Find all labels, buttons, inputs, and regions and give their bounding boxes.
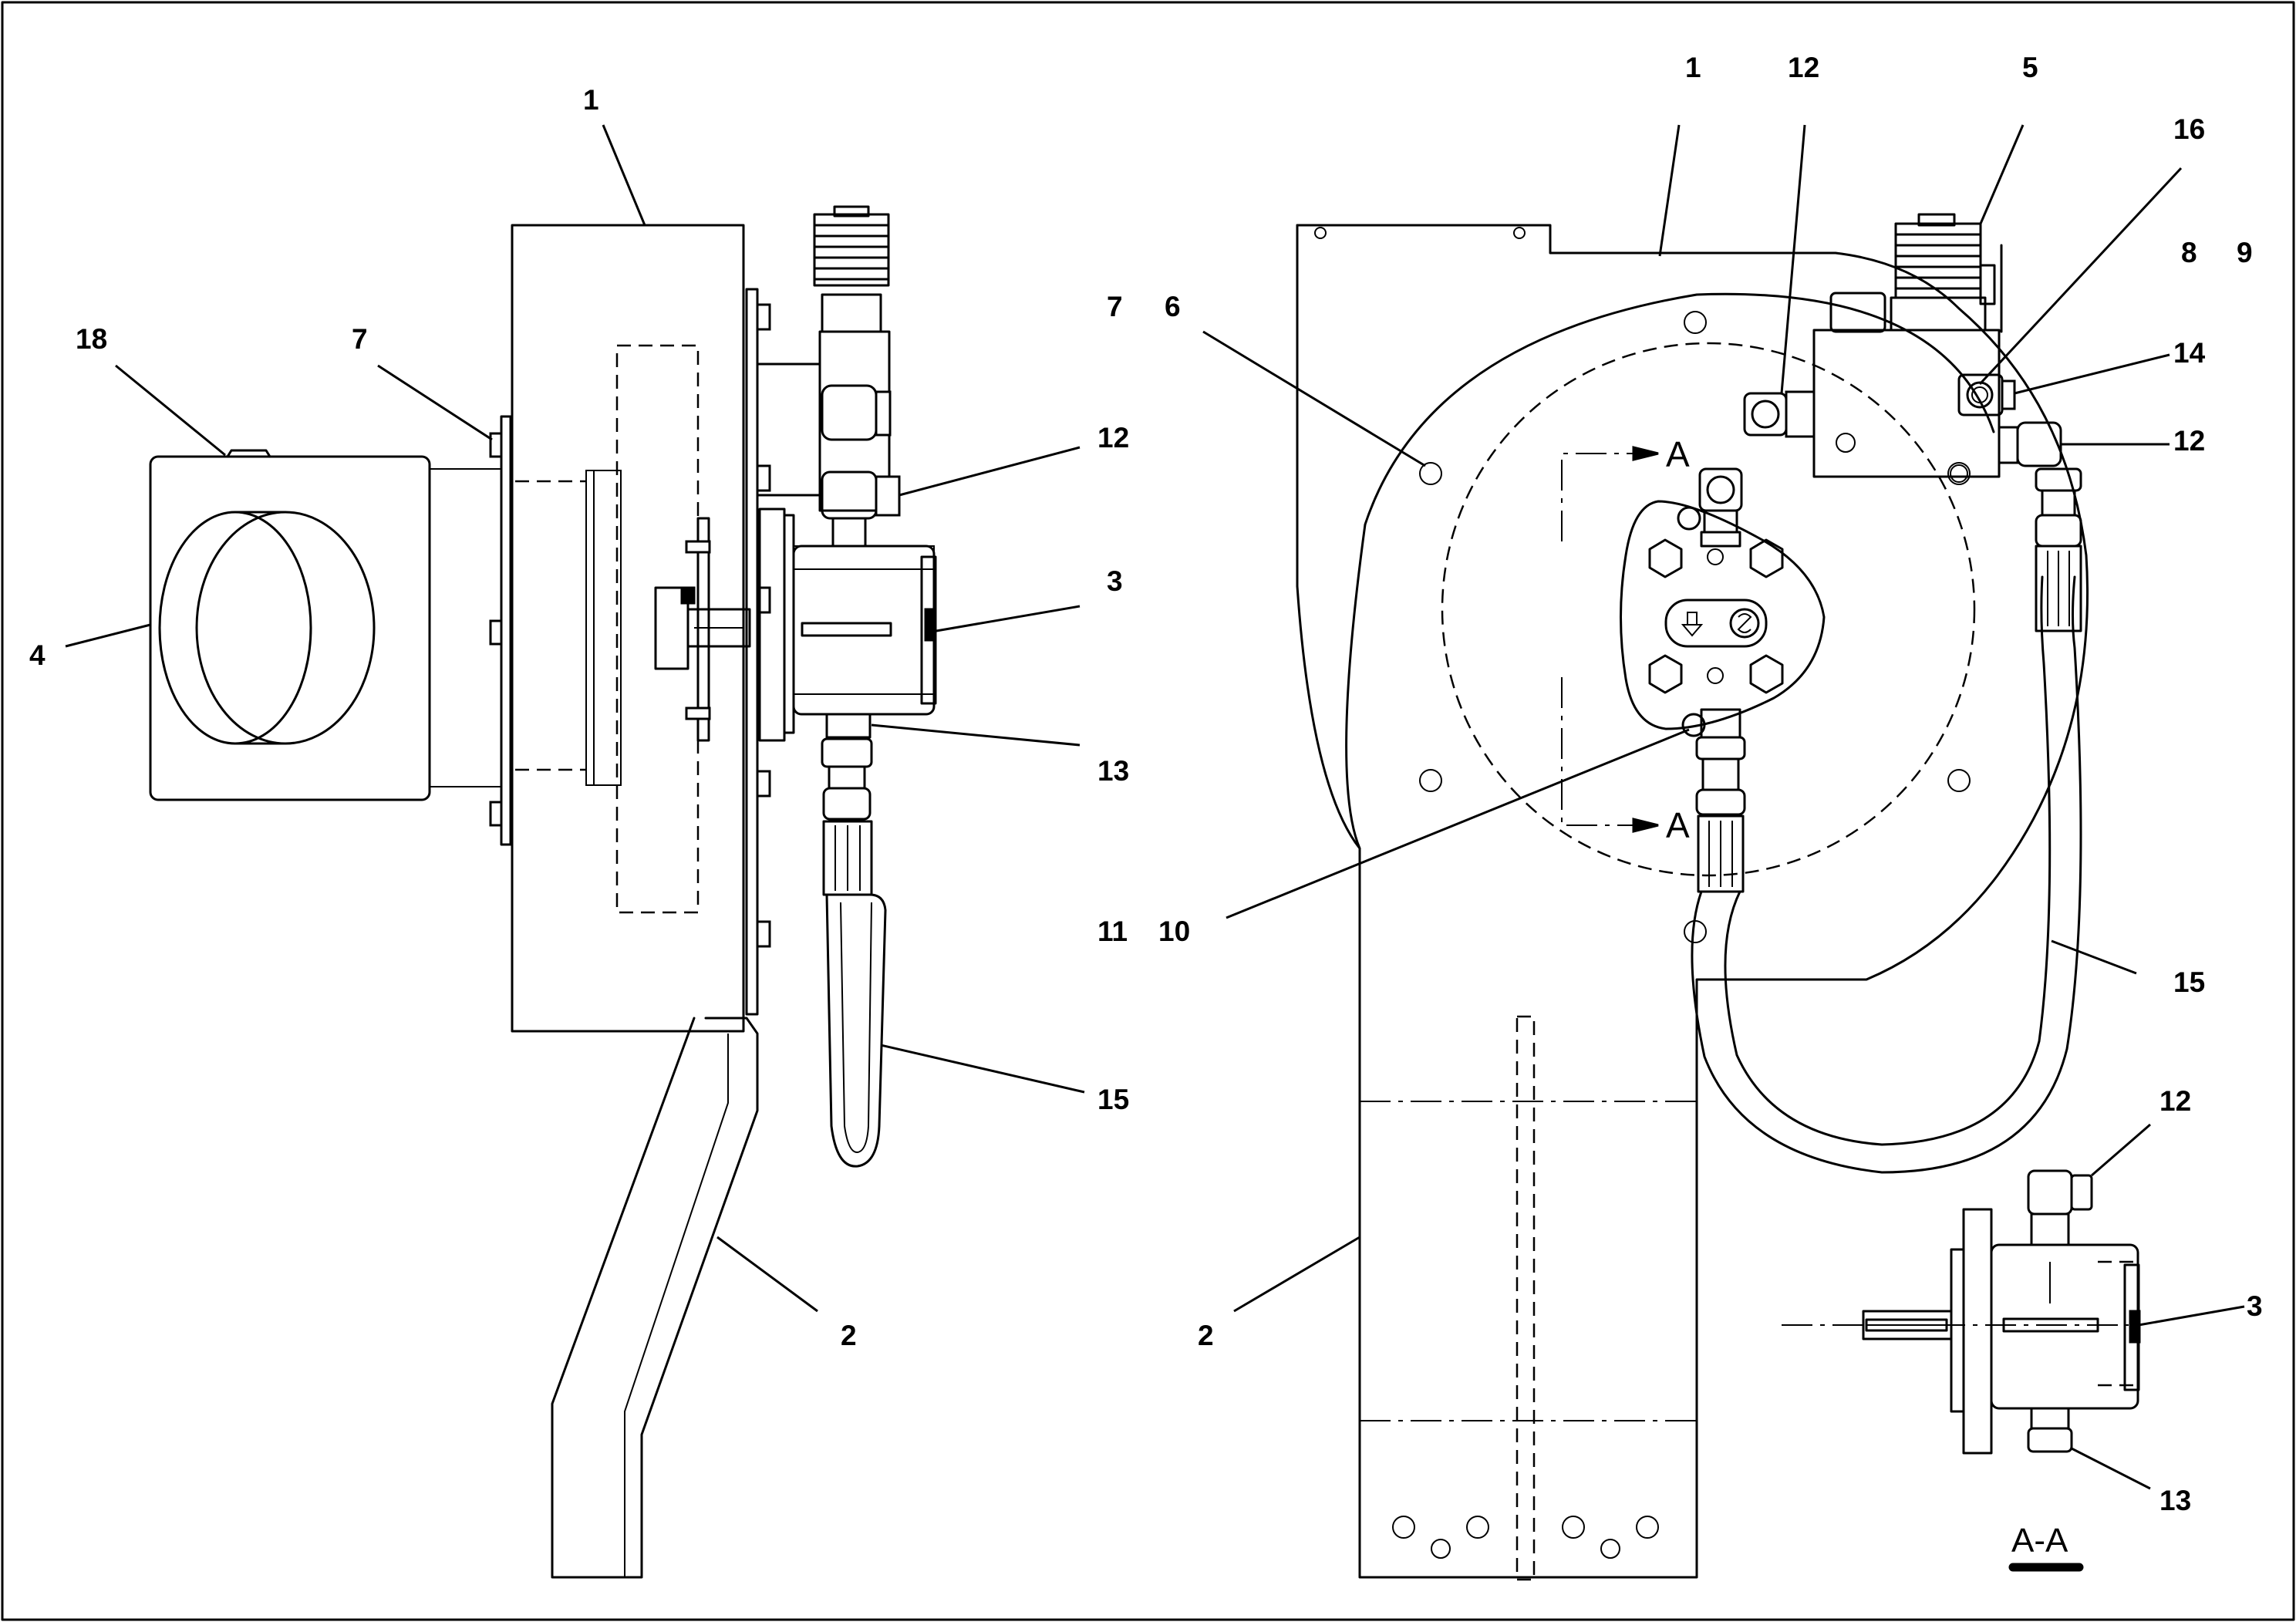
side-shaft-key <box>680 586 696 605</box>
side-pump-end-cap <box>920 555 937 705</box>
section-flange-inner <box>1950 1248 1965 1413</box>
callout-side-13: 13 <box>1097 755 1129 787</box>
front-hose <box>1691 575 2082 1174</box>
side-pump-body <box>792 545 936 716</box>
front-view: A A <box>1296 213 2089 1581</box>
front-right-elbow <box>2016 421 2062 467</box>
callout-section-12: 12 <box>2159 1085 2191 1117</box>
side-shaft <box>686 608 751 648</box>
callout-front-12a: 12 <box>1788 52 1819 83</box>
section-title: A-A <box>2011 1522 2068 1560</box>
section-title-underline <box>2008 1563 2084 1572</box>
side-view <box>149 205 937 1579</box>
callout-labels: 1 18 7 7 4 12 3 13 11 15 2 1 12 5 16 8 9… <box>29 52 2263 1516</box>
side-coupling-plate <box>696 517 710 742</box>
side-inlet-top-tab <box>226 449 271 458</box>
callout-side-11: 11 <box>1097 916 1128 947</box>
callout-front-2: 2 <box>1198 1320 1214 1351</box>
flow-arrow-icon <box>1681 612 1704 637</box>
callout-front-5: 5 <box>2022 52 2038 83</box>
side-solenoid-coil <box>813 205 890 287</box>
section-pump-body <box>1990 1243 2139 1410</box>
front-housing <box>1296 224 2089 1579</box>
side-mounting-plate <box>745 288 759 1016</box>
callout-front-16: 16 <box>2173 113 2205 145</box>
callout-side-2: 2 <box>841 1320 857 1351</box>
section-flange <box>1962 1208 1993 1455</box>
side-lower-fitting <box>825 713 872 739</box>
callout-front-1: 1 <box>1685 52 1701 83</box>
side-flange-bolts <box>489 432 503 827</box>
callout-section-3: 3 <box>2247 1290 2263 1322</box>
side-pump-flange <box>758 508 786 742</box>
callout-side-1: 1 <box>583 84 599 116</box>
side-hidden-impeller <box>615 344 700 914</box>
side-valve-bracket <box>756 363 821 497</box>
callout-front-12b: 12 <box>2173 425 2205 457</box>
callout-side-15: 15 <box>1097 1084 1129 1115</box>
callout-side-4: 4 <box>29 639 46 671</box>
side-pump-flange-inner <box>783 514 795 734</box>
section-marker-bottom: A <box>1666 805 1690 845</box>
callout-side-7b: 7 <box>1107 291 1123 322</box>
side-solenoid-nut <box>821 293 882 333</box>
section-marker: A A <box>1561 434 1690 845</box>
front-leg-slot <box>1515 1015 1536 1581</box>
callout-side-7a: 7 <box>352 323 368 355</box>
section-view: A-A <box>1782 1169 2141 1572</box>
callout-front-9: 9 <box>2237 237 2253 268</box>
side-pump-nameplate <box>801 622 892 637</box>
callout-front-8: 8 <box>2181 237 2197 268</box>
front-bolt-circle <box>1441 342 1976 877</box>
front-housing-holes <box>1419 311 1971 943</box>
front-scroll-arc <box>1345 292 1995 850</box>
callout-section-13: 13 <box>2159 1485 2191 1516</box>
callout-front-10: 10 <box>1158 916 1190 947</box>
side-hose-crimp <box>822 820 873 896</box>
side-bracket-inner <box>624 1034 729 1577</box>
section-pump-plate <box>2002 1317 2099 1333</box>
side-hidden-hub <box>585 470 622 786</box>
callout-side-12: 12 <box>1097 422 1129 454</box>
front-left-elbow <box>1743 392 1788 437</box>
leader-lines <box>65 124 2245 1490</box>
side-inlet-box <box>149 455 431 801</box>
callout-front-6: 6 <box>1165 291 1181 322</box>
callout-front-15: 15 <box>2173 966 2205 998</box>
side-inlet-inner-ring <box>195 511 376 745</box>
callout-front-14: 14 <box>2173 337 2206 369</box>
section-marker-top: A <box>1666 434 1690 474</box>
side-inlet-outer-ring <box>158 511 312 745</box>
front-hose-crimp <box>1697 814 1745 893</box>
side-valve-port-upper <box>821 384 878 441</box>
brand-logo-icon <box>1729 608 1760 639</box>
front-pump-flange <box>1620 500 1826 730</box>
front-pump-elbow <box>1698 467 1743 512</box>
side-bracket <box>551 1017 759 1579</box>
front-valve-plug <box>1829 292 1886 333</box>
callout-side-3: 3 <box>1107 565 1123 597</box>
side-pump-top-band <box>793 545 935 570</box>
side-hose <box>825 893 887 1168</box>
front-solenoid-base <box>1890 296 1987 332</box>
front-drain-plug <box>1681 713 1706 737</box>
front-pump-label-plate <box>1664 599 1768 648</box>
callout-side-18: 18 <box>76 323 107 355</box>
side-inlet-flange <box>500 415 512 846</box>
section-elbow <box>2027 1169 2073 1216</box>
front-leg-holes <box>1392 1516 1659 1559</box>
front-pump-bolts <box>1648 538 1784 694</box>
section-shaft <box>1862 1310 1953 1340</box>
